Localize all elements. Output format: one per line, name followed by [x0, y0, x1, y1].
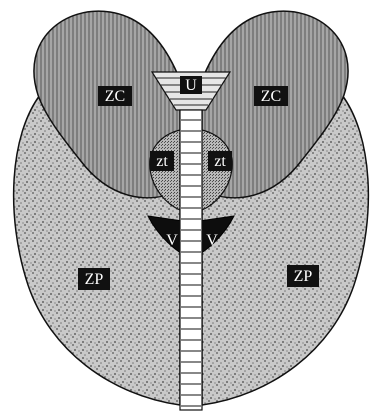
svg-text:zt: zt [214, 153, 226, 170]
label-peripheral-zone-left: ZP [78, 268, 110, 290]
label-central-zone-right: ZC [254, 86, 288, 106]
label-peripheral-zone-right: ZP [287, 265, 319, 287]
svg-text:V: V [166, 232, 178, 249]
svg-text:ZP: ZP [85, 271, 104, 288]
label-urethra: U [180, 76, 202, 94]
svg-text:ZC: ZC [261, 88, 281, 105]
label-transition-zone-right: zt [208, 151, 232, 171]
label-central-zone-left: ZC [98, 86, 132, 106]
svg-text:U: U [185, 77, 197, 94]
svg-text:V: V [206, 232, 218, 249]
svg-text:ZC: ZC [105, 88, 125, 105]
label-verumontanum-left: V [166, 232, 178, 249]
svg-text:zt: zt [156, 153, 168, 170]
svg-text:ZP: ZP [294, 268, 313, 285]
label-transition-zone-left: zt [150, 151, 174, 171]
urethra-channel [180, 110, 202, 410]
label-verumontanum-right: V [206, 232, 218, 249]
